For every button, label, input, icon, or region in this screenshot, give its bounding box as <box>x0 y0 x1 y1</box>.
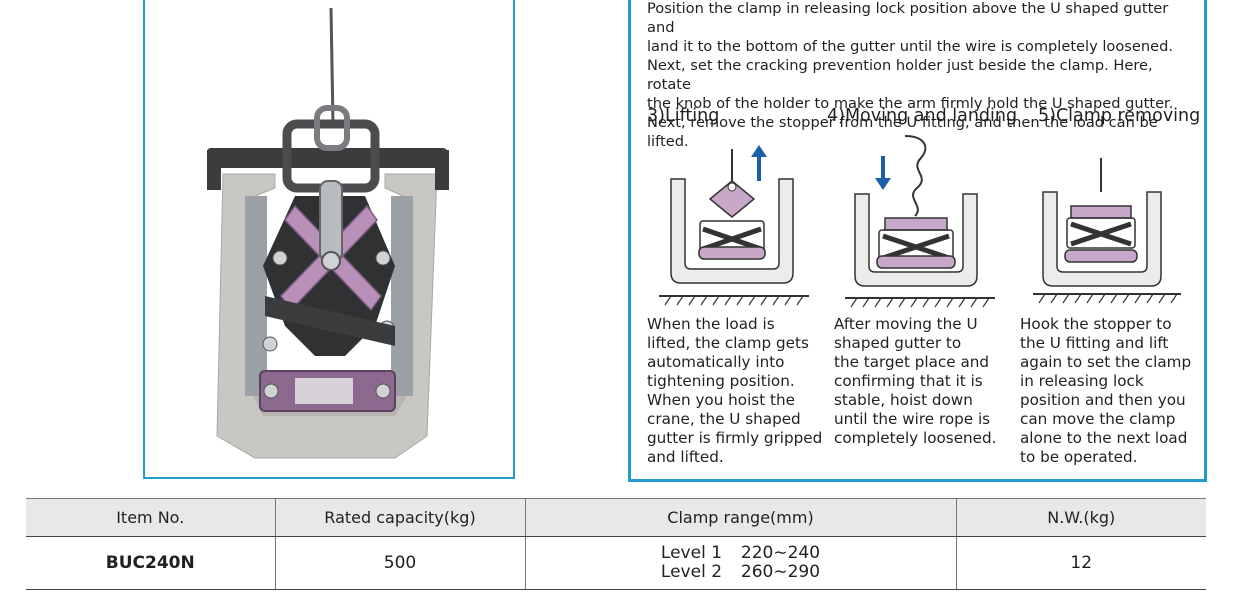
desc-line: When the load is <box>647 315 775 333</box>
desc-line: After moving the U <box>834 315 978 333</box>
cell-rated-capacity: 500 <box>274 536 525 590</box>
header-clamp-range: Clamp range(mm) <box>524 498 956 537</box>
step-5-description: Hook the stopper to the U fitting and li… <box>1020 315 1191 467</box>
step-3-description: When the load is lifted, the clamp gets … <box>647 315 822 467</box>
intro-line: the knob of the holder to make the arm f… <box>647 95 1174 112</box>
desc-line: position and then you <box>1020 391 1186 409</box>
table-row: BUC240N 500 Level 1 220∼240 Level 2 260∼29… <box>26 536 1206 590</box>
desc-line: confirming that it is <box>834 372 983 390</box>
intro-line: land it to the bottom of the gutter unti… <box>647 38 1173 55</box>
desc-line: When you hoist the <box>647 391 795 409</box>
desc-line: again to set the clamp <box>1020 353 1192 371</box>
clamp-product-photo <box>207 7 449 459</box>
desc-line: lifted, the clamp gets <box>647 334 809 352</box>
desc-line: automatically into <box>647 353 785 371</box>
step-5-title: 5)Clamp removing <box>1038 106 1201 126</box>
up-arrow-icon <box>751 145 767 181</box>
level-value: 220∼240 <box>740 543 821 563</box>
lifting-illustration <box>659 145 809 306</box>
landing-illustration <box>845 135 995 308</box>
intro-line: Position the clamp in releasing lock pos… <box>647 0 1169 36</box>
header-net-weight: N.W.(kg) <box>955 498 1206 537</box>
intro-line: Next, remove the stopper from the U fitt… <box>647 114 1158 150</box>
desc-line: can move the clamp <box>1020 410 1176 428</box>
desc-line: crane, the U shaped <box>647 410 801 428</box>
step-4-description: After moving the U shaped gutter to the … <box>834 315 996 448</box>
desc-line: Hook the stopper to <box>1020 315 1172 333</box>
clamp-range-level-2: Level 2 260∼290 <box>526 563 956 582</box>
cell-clamp-range: Level 1 220∼240 Level 2 260∼290 <box>524 536 956 590</box>
desc-line: in releasing lock <box>1020 372 1144 390</box>
intro-line: Next, set the cracking prevention holder… <box>647 57 1153 93</box>
desc-line: stable, hoist down <box>834 391 973 409</box>
spec-table: Item No. Rated capacity(kg) Clamp range(… <box>26 498 1206 590</box>
desc-line: tightening position. <box>647 372 795 390</box>
desc-line: and lifted. <box>647 448 724 466</box>
clamp-removing-illustration <box>1033 158 1181 304</box>
desc-line: to be operated. <box>1020 448 1138 466</box>
instructions-panel: Position the clamp in releasing lock pos… <box>628 0 1207 482</box>
clamp-range-level-1: Level 1 220∼240 <box>526 544 956 563</box>
desc-line: completely loosened. <box>834 429 997 447</box>
desc-line: the target place and <box>834 353 990 371</box>
down-arrow-icon <box>875 156 891 190</box>
cell-net-weight: 12 <box>955 536 1206 590</box>
desc-line: gutter is firmly gripped <box>647 429 823 447</box>
step-4-title: 4)Moving and landing <box>827 106 1018 126</box>
level-label: Level 1 <box>660 543 723 563</box>
cell-item-no: BUC240N <box>26 536 275 590</box>
header-rated-capacity: Rated capacity(kg) <box>274 498 525 537</box>
header-item-no: Item No. <box>26 498 275 537</box>
product-photo-frame <box>143 0 515 479</box>
intro-paragraph: Position the clamp in releasing lock pos… <box>647 0 1197 151</box>
desc-line: until the wire rope is <box>834 410 991 428</box>
level-label: Level 2 <box>660 562 723 582</box>
spec-table-header-row: Item No. Rated capacity(kg) Clamp range(… <box>26 498 1206 537</box>
desc-line: alone to the next load <box>1020 429 1188 447</box>
desc-line: shaped gutter to <box>834 334 962 352</box>
desc-line: the U fitting and lift <box>1020 334 1169 352</box>
level-value: 260∼290 <box>740 562 821 582</box>
step-3-title: 3)Lifting <box>647 106 720 126</box>
